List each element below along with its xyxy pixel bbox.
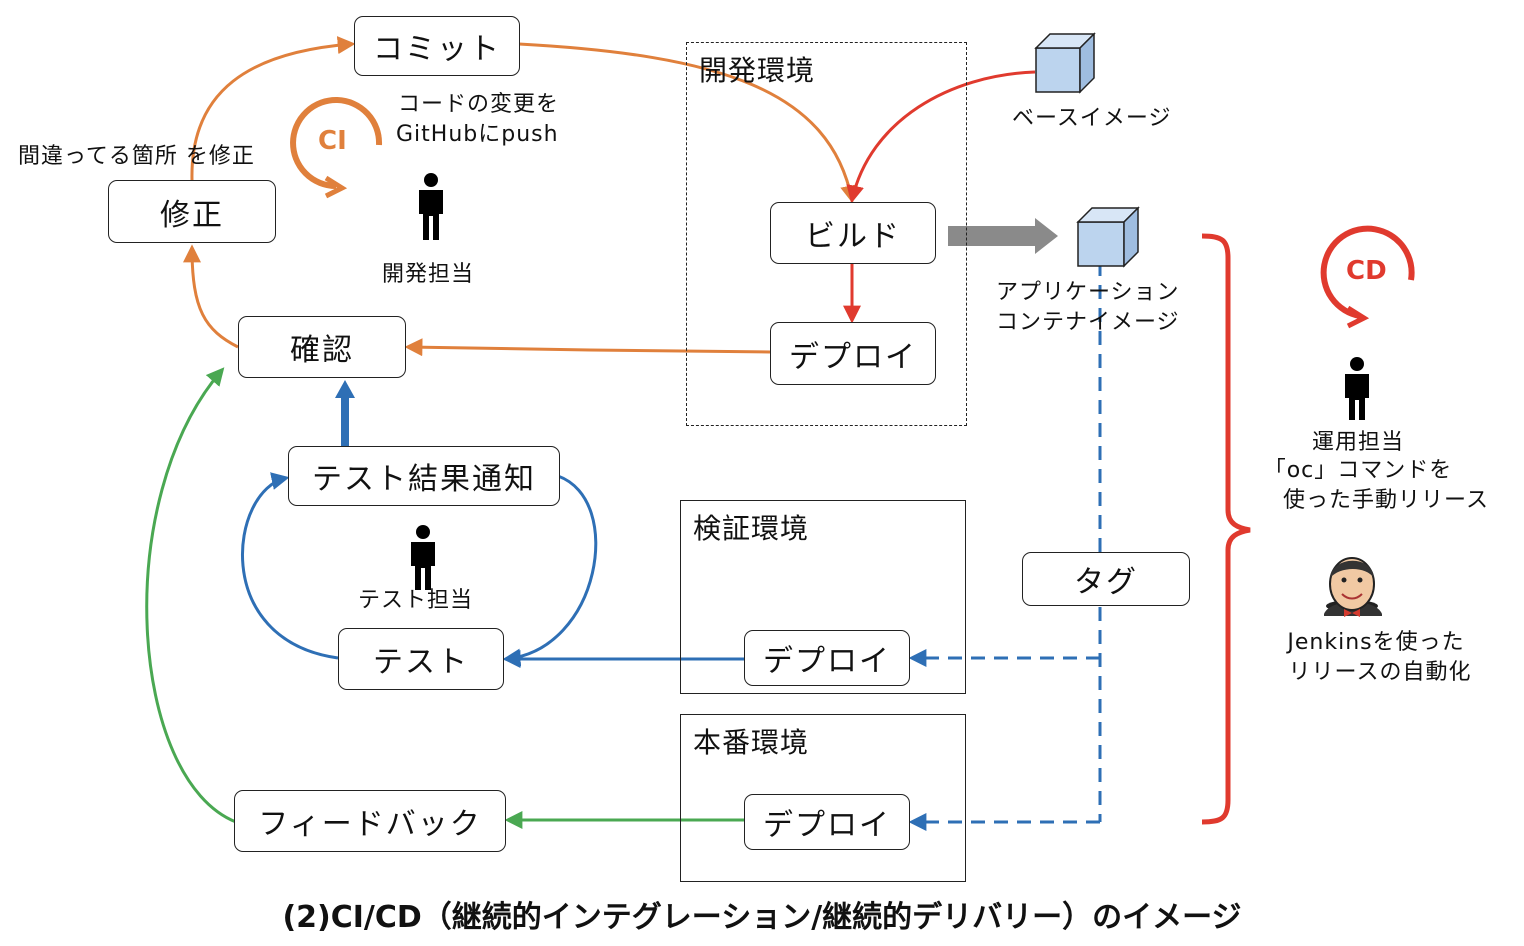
test-person-icon — [411, 525, 435, 590]
fix-note: 間違ってる箇所 を修正 — [18, 144, 255, 169]
arrow-feedback-to-confirm — [145, 367, 237, 824]
diagram-caption: (2)CI/CD（継続的インテグレーション/継続的デリバリー）のイメージ — [282, 900, 1242, 935]
verify-deploy-box: デプロイ — [744, 630, 910, 686]
verify-environment: 検証環境 — [680, 500, 966, 694]
base-image-label: ベースイメージ — [1012, 106, 1172, 131]
dev-person-icon — [419, 173, 443, 240]
arrow-test-notify-to-test — [502, 474, 598, 667]
test-box: テスト — [338, 628, 504, 690]
app-image-label-line2: コンテナイメージ — [996, 310, 1180, 335]
dev-deploy-box: デプロイ — [770, 322, 936, 385]
app-image-label-line1: アプリケーション — [996, 280, 1180, 305]
app-image-cube-icon — [1076, 206, 1140, 268]
feedback-box: フィードバック — [234, 790, 506, 852]
confirm-box: 確認 — [238, 316, 406, 378]
jenkins-label-line2: リリースの自動化 — [1288, 660, 1472, 685]
prod-environment: 本番環境 — [680, 714, 966, 882]
commit-note-line1: コードの変更を — [398, 92, 560, 117]
arrow-fix-to-commit — [190, 36, 356, 181]
arrow-test-to-test-notify — [241, 472, 339, 660]
test-person-label: テスト担当 — [358, 588, 474, 613]
commit-box: コミット — [354, 16, 520, 76]
arrow-confirm-to-fix — [183, 244, 239, 349]
base-image-cube-icon — [1034, 32, 1096, 94]
arrow-dev-deploy-to-confirm — [404, 338, 771, 357]
arrow-test-notify-to-confirm-head — [335, 380, 355, 398]
arrow-base-image-to-build — [846, 70, 1036, 204]
ops-person-icon — [1345, 357, 1369, 420]
build-box: ビルド — [770, 202, 936, 264]
tag-box: タグ — [1022, 552, 1190, 606]
prod-deploy-box: デプロイ — [744, 794, 910, 850]
fix-box: 修正 — [108, 180, 276, 243]
test-notify-box: テスト結果通知 — [288, 446, 560, 506]
prod-environment-label: 本番環境 — [693, 726, 810, 759]
ops-label-line3: 使った手動リリース — [1283, 488, 1489, 513]
cd-cycle-icon — [1320, 225, 1415, 329]
cd-bracket — [1201, 233, 1251, 825]
dev-person-label: 開発担当 — [382, 262, 475, 287]
ci-cycle-icon — [290, 97, 383, 199]
arrow-commit-to-build — [518, 42, 858, 204]
dev-environment: 開発環境 — [686, 42, 967, 426]
verify-environment-label: 検証環境 — [693, 512, 810, 545]
ci-badge-label: CI — [318, 126, 347, 156]
ops-label-line2: 「oc」コマンドを — [1263, 458, 1453, 483]
ops-label-line1: 運用担当 — [1311, 430, 1404, 455]
commit-note-line2: GitHubにpush — [396, 122, 559, 147]
jenkins-logo-icon — [1324, 557, 1382, 617]
dev-environment-label: 開発環境 — [699, 54, 816, 87]
arrow-build-to-app-image — [948, 218, 1058, 254]
cd-badge-label: CD — [1346, 256, 1387, 286]
jenkins-label-line1: Jenkinsを使った — [1287, 630, 1465, 655]
